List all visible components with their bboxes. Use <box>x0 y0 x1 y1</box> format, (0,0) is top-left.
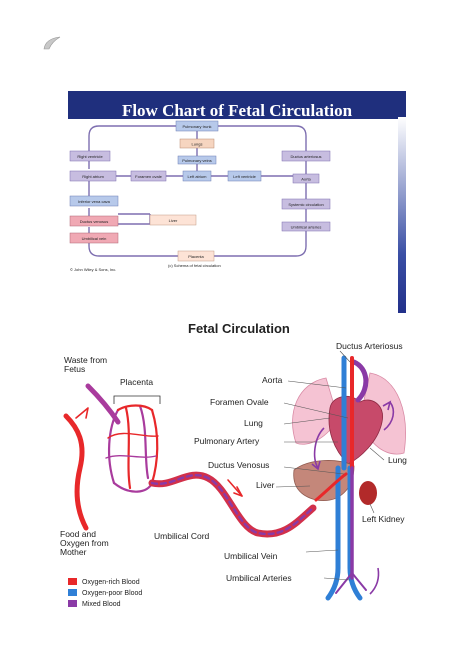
label-food-oxygen: Food and Oxygen from Mother <box>60 530 109 557</box>
box-umbilical-arteries-label: Umbilical arteries <box>291 225 322 230</box>
box-systemic-circulation <box>281 198 331 210</box>
box-pulmonary-veins-label: Pulmonary veins <box>182 158 212 163</box>
legend-oxygen-poor-label: Oxygen-poor Blood <box>82 590 143 597</box>
label-waste-from-fetus-text: Waste from Fetus <box>64 355 108 374</box>
label-leaders <box>275 350 385 581</box>
label-placenta: Placenta <box>120 377 154 387</box>
box-left-atrium <box>182 170 212 182</box>
box-right-atrium <box>69 170 117 182</box>
label-waste-from-fetus: Waste from Fetus <box>64 356 107 374</box>
box-pulmonary-trunk-label: Pulmonary trunk <box>182 124 211 129</box>
box-liver-label: Liver <box>169 218 178 223</box>
box-placenta-label: Placenta <box>188 254 204 259</box>
legend-swatch-blue <box>68 589 77 596</box>
box-aorta-label: Aorta <box>301 177 311 182</box>
box-ductus-venosus <box>69 215 119 227</box>
umbilical-cord <box>148 471 317 538</box>
left-kidney <box>359 481 377 505</box>
diagram-title: Fetal Circulation <box>188 321 290 336</box>
label-lung-left: Lung <box>244 418 263 428</box>
legend-mixed: Mixed Blood <box>68 600 121 608</box>
flow-chart-credit: © John Wiley & Sons, Inc. <box>70 267 116 272</box>
label-umbilical-cord: Umbilical Cord <box>154 531 210 541</box>
flow-chart-slide: Flow Chart of Fetal Circulation <box>68 91 406 313</box>
box-right-ventricle-label: Right ventricle <box>77 154 103 159</box>
box-ductus-arteriosus-label: Ductus arteriosus <box>290 154 321 159</box>
connector-trunk-to-ductus <box>218 125 307 151</box>
box-left-ventricle <box>227 170 262 182</box>
box-left-atrium-label: Left atrium <box>188 174 208 179</box>
placenta-bracket <box>113 395 161 404</box>
label-foramen-ovale: Foramen Ovale <box>210 397 269 407</box>
box-systemic-circulation-label: Systemic circulation <box>288 202 323 207</box>
label-aorta: Aorta <box>262 375 283 385</box>
label-liver: Liver <box>256 480 275 490</box>
legend-oxygen-poor: Oxygen-poor Blood <box>68 589 142 597</box>
label-left-kidney: Left Kidney <box>362 514 405 524</box>
box-aorta <box>292 173 320 184</box>
box-foramen-ovale <box>130 170 167 182</box>
connector-ventricle-to-trunk <box>88 125 176 151</box>
legend-oxygen-rich: Oxygen-rich Blood <box>68 578 140 586</box>
legend-oxygen-rich-label: Oxygen-rich Blood <box>82 579 140 586</box>
label-lung-right: Lung <box>388 455 407 465</box>
legend-mixed-label: Mixed Blood <box>82 601 121 608</box>
box-umbilical-vein <box>69 232 119 244</box>
fetal-circulation-diagram: Fetal Circulation <box>48 318 428 610</box>
legend-swatch-red <box>68 578 77 585</box>
box-umbilical-arteries <box>281 221 331 232</box>
flow-arrows <box>311 400 395 595</box>
maternal-vessels <box>63 383 121 531</box>
box-inferior-vena-cava-label: Inferior vena cava <box>78 199 111 204</box>
label-food-oxygen-text: Food and Oxygen from Mother <box>60 529 109 557</box>
great-vessels <box>314 355 369 601</box>
label-pulmonary-artery: Pulmonary Artery <box>194 436 260 446</box>
box-left-ventricle-label: Left ventricle <box>233 174 256 179</box>
flow-chart-caption: (c) Schema of fetal circulation <box>168 263 221 268</box>
box-foramen-ovale-label: Foramen ovale <box>135 174 162 179</box>
box-liver <box>149 214 197 226</box>
label-umbilical-vein: Umbilical Vein <box>224 551 278 561</box>
page-curl-icon <box>43 36 61 50</box>
box-umbilical-vein-label: Umbilical vein <box>82 236 107 241</box>
label-ductus-venosus: Ductus Venosus <box>208 460 270 470</box>
box-inferior-vena-cava <box>69 195 119 207</box>
box-lungs-label: Lungs <box>192 142 203 147</box>
box-placenta <box>177 250 215 262</box>
box-lungs <box>179 138 215 149</box>
legend-swatch-purple <box>68 600 77 607</box>
box-right-atrium-label: Right atrium <box>82 174 104 179</box>
box-pulmonary-veins <box>177 155 217 165</box>
label-umbilical-arteries: Umbilical Arteries <box>226 573 292 583</box>
heart <box>328 395 384 465</box>
slide-title: Flow Chart of Fetal Circulation <box>121 101 353 120</box>
box-ductus-venosus-label: Ductus venosus <box>80 219 108 224</box>
label-ductus-arteriosus: Ductus Arteriosus <box>336 341 403 351</box>
box-right-ventricle <box>69 150 111 162</box>
box-ductus-arteriosus <box>281 150 331 162</box>
flow-chart: Pulmonary trunk Lungs Pulmonary veins Ri… <box>68 119 398 313</box>
box-pulmonary-trunk <box>175 120 219 132</box>
slide-side-strip <box>398 117 406 313</box>
